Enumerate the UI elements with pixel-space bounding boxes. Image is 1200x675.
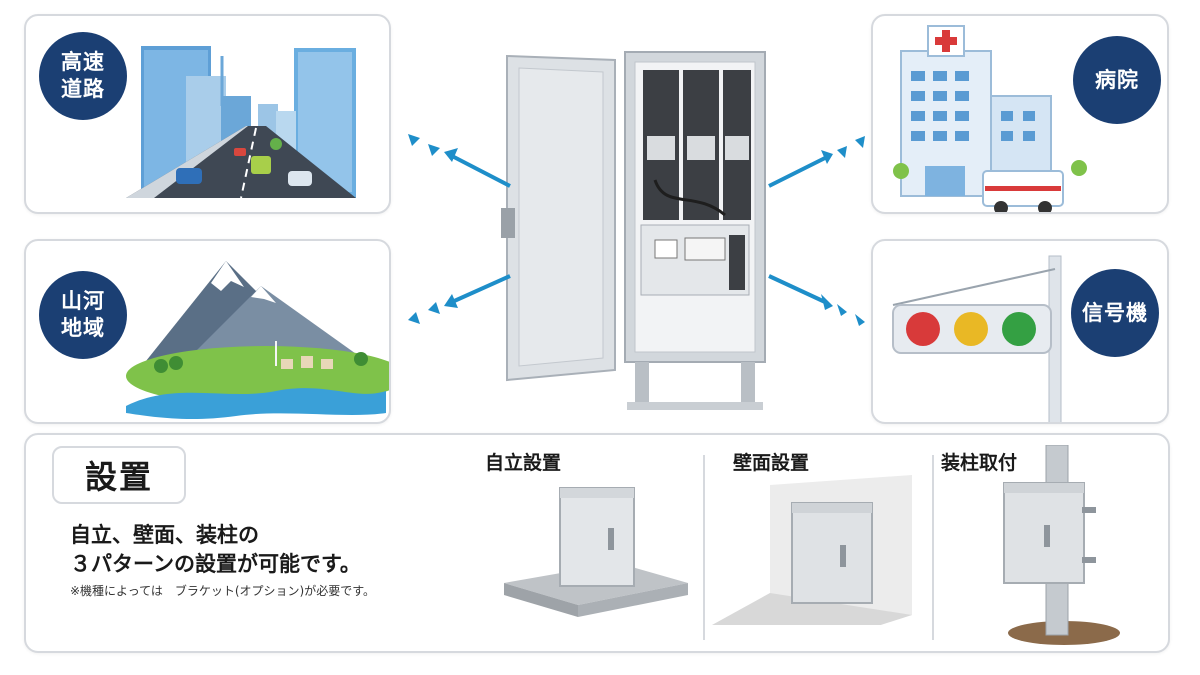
installation-note: ※機種によっては ブラケット(オプション)が必要です。 xyxy=(70,584,376,598)
arrow-down-left xyxy=(408,274,511,324)
highway-illustration xyxy=(126,46,356,199)
signal-label: 信号機 xyxy=(1082,300,1148,325)
hospital-badge: 病院 xyxy=(1073,36,1161,124)
signal-card: 信号機 xyxy=(871,239,1169,424)
traffic-signal-illustration xyxy=(892,255,1062,422)
hospital-illustration xyxy=(893,25,1087,212)
installation-title: 設置 xyxy=(52,446,186,504)
pattern-label-standalone: 自立設置 xyxy=(485,452,562,474)
pole-installation-illustration xyxy=(1003,445,1120,645)
mountain-river-label: 山河 地域 xyxy=(61,289,105,340)
highway-label: 高速 道路 xyxy=(61,50,105,101)
installation-description-line2: ３パターンの設置が可能です。 xyxy=(70,552,361,576)
arrow-up-right xyxy=(768,136,865,188)
arrow-down-right xyxy=(768,274,865,326)
pattern-label-pole: 装柱取付 xyxy=(941,452,1018,474)
standalone-installation-illustration xyxy=(504,487,688,617)
installation-description-line1: 自立、壁面、装柱の xyxy=(70,523,259,547)
pattern-divider-2 xyxy=(932,455,934,640)
highway-card: 高速 道路 xyxy=(24,14,391,214)
cabinet-illustration xyxy=(501,51,766,410)
signal-badge: 信号機 xyxy=(1071,269,1159,357)
wall-installation-illustration xyxy=(712,475,912,625)
pattern-divider-1 xyxy=(703,455,705,640)
mountain-river-card: 山河 地域 xyxy=(24,239,391,424)
hospital-label: 病院 xyxy=(1095,67,1139,92)
installation-section: 設置 自立、壁面、装柱の ３パターンの設置が可能です。 ※機種によっては ブラケ… xyxy=(24,433,1170,653)
mountain-river-illustration xyxy=(126,261,389,420)
mountain-river-badge: 山河 地域 xyxy=(39,271,127,359)
hospital-card: 病院 xyxy=(871,14,1169,214)
arrow-up-left xyxy=(408,134,511,188)
highway-badge: 高速 道路 xyxy=(39,32,127,120)
pattern-label-wall: 壁面設置 xyxy=(733,452,810,474)
